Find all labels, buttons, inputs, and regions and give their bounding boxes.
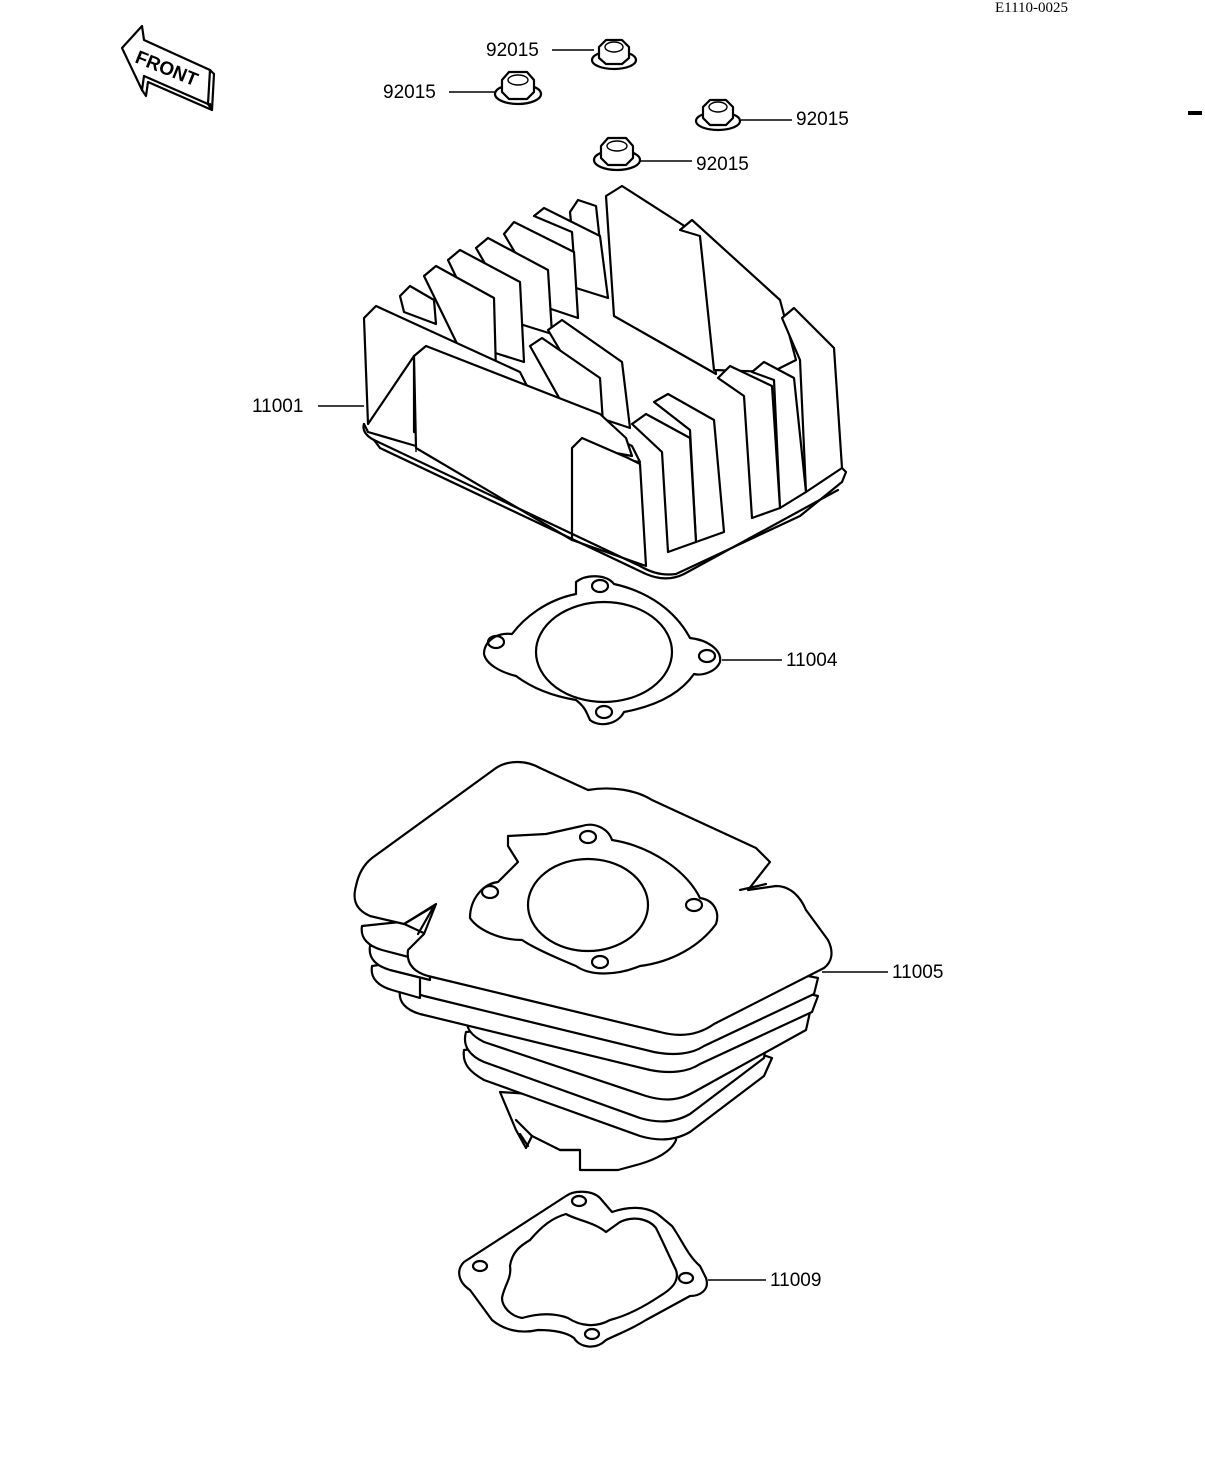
nut-a: 92015 [486,38,638,71]
callout-nut-c: 92015 [796,109,849,130]
callout-cylinder: 11005 [892,962,943,983]
edge-mark [1188,111,1202,115]
callout-base-gasket: 11009 [770,1270,821,1291]
drawing-code: E1110-0025 [995,0,1068,16]
callout-cylinder-head: 11001 [252,396,303,417]
hex-flange-nut-icon [592,136,642,172]
nut-b: 92015 [383,70,543,106]
hex-flange-nut-icon [590,38,638,71]
callout-nut-b: 92015 [383,82,436,103]
front-arrow-icon: FRONT [120,24,216,112]
hex-flange-nut-icon [694,98,742,132]
callout-nut-a: 92015 [486,40,539,61]
callout-nut-d: 92015 [696,154,749,175]
hex-flange-nut-icon [493,70,543,106]
cylinder-head: 11001 [252,184,848,580]
base-gasket: 11009 [458,1190,821,1348]
cylinder: 11005 [353,760,943,1172]
head-gasket: 11004 [482,575,838,726]
callout-head-gasket: 11004 [786,650,838,671]
nut-c: 92015 [694,98,849,132]
nut-d: 92015 [592,136,749,175]
